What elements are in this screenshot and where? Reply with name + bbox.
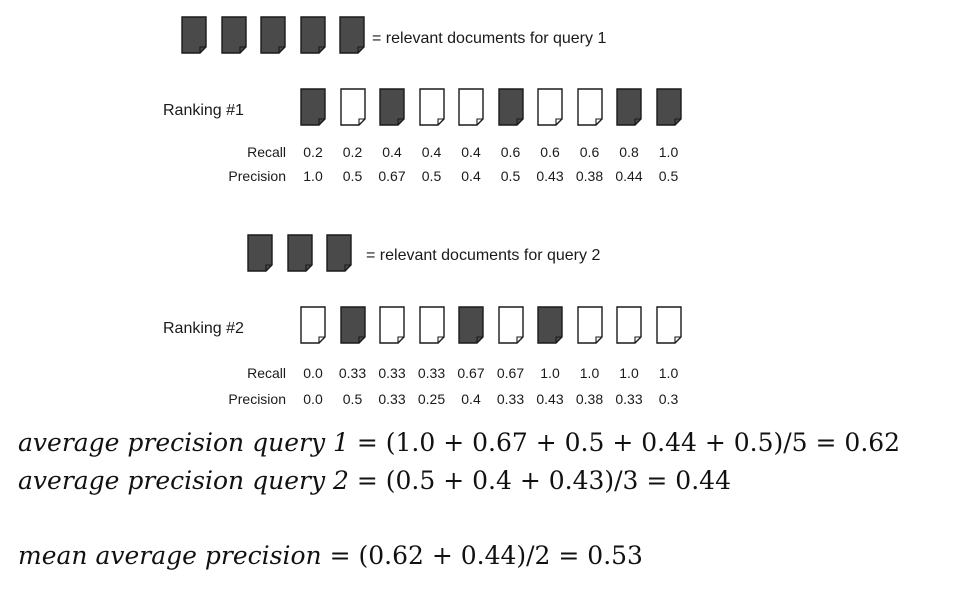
nonrelevant-document-icon <box>497 306 524 344</box>
ap-query-1-formula: average precision query 1 = (1.0 + 0.67 … <box>18 428 900 457</box>
nonrelevant-document-icon <box>418 88 445 126</box>
ranking-1-docs <box>300 88 695 126</box>
precision-value: 0.38 <box>575 168 604 184</box>
relevant-document-icon <box>339 16 365 54</box>
relevant-document-icon <box>260 16 286 54</box>
ranking-1-precision-label: Precision <box>228 168 286 184</box>
relevant-document-icon <box>326 234 352 272</box>
recall-value: 0.33 <box>378 365 406 381</box>
relevant-document-icon <box>379 88 405 126</box>
precision-value: 0.38 <box>575 391 604 407</box>
ranking-1-precision-row: Precision 1.0 0.5 0.67 0.5 0.4 0.5 0.43 0.38 0.4… <box>200 168 700 192</box>
ap-query-2-expression: = (0.5 + 0.4 + 0.43)/3 = 0.44 <box>356 466 731 495</box>
ranking-1-label: Ranking #1 <box>163 102 244 119</box>
precision-value: 0.25 <box>417 391 446 407</box>
recall-value: 0.67 <box>457 365 485 381</box>
legend-2-docs <box>247 234 366 272</box>
precision-value: 0.3 <box>658 391 679 407</box>
precision-value: 0.5 <box>421 168 442 184</box>
relevant-document-icon <box>458 306 484 344</box>
recall-value: 0.4 <box>382 144 402 160</box>
relevant-document-icon <box>220 16 247 54</box>
relevant-document-icon <box>247 234 273 272</box>
relevant-document-icon <box>537 306 563 344</box>
ap-query-1-label: average precision query 1 <box>18 428 349 457</box>
recall-value: 1.0 <box>579 365 600 381</box>
relevant-document-icon <box>300 88 326 126</box>
precision-value: 0.43 <box>536 168 564 184</box>
recall-value: 1.0 <box>540 365 560 381</box>
nonrelevant-document-icon <box>576 88 603 126</box>
ranking-1-metrics: Recall 0.2 0.2 0.4 0.4 0.4 0.6 0.6 0.6 0.8 1.0 Pr… <box>200 144 700 192</box>
recall-value: 0.8 <box>619 144 639 160</box>
nonrelevant-document-icon <box>576 306 603 344</box>
recall-value: 0.4 <box>421 144 442 160</box>
ranking-2-recall-row: Recall 0.0 0.33 0.33 0.33 0.67 0.67 1.0 1.0 1.0 1… <box>200 365 700 391</box>
precision-value: 0.33 <box>615 391 643 407</box>
recall-value: 1.0 <box>658 365 679 381</box>
ranking-2-precision-label: Precision <box>228 391 286 407</box>
map-expression: = (0.62 + 0.44)/2 = 0.53 <box>329 541 643 570</box>
ranking-2-recall-label: Recall <box>247 365 286 381</box>
recall-value: 0.33 <box>417 365 446 381</box>
nonrelevant-document-icon <box>300 306 326 344</box>
map-formula: mean average precision = (0.62 + 0.44)/2… <box>18 541 643 570</box>
relevant-document-icon <box>299 16 326 54</box>
precision-value: 0.5 <box>500 168 521 184</box>
recall-value: 1.0 <box>658 144 679 160</box>
precision-value: 0.4 <box>461 168 481 184</box>
relevant-document-icon <box>286 234 313 272</box>
ranking-2-label: Ranking #2 <box>163 320 244 337</box>
precision-value: 0.5 <box>342 168 363 184</box>
precision-value: 0.0 <box>303 391 323 407</box>
nonrelevant-document-icon <box>379 306 405 344</box>
precision-value: 0.44 <box>615 168 643 184</box>
ap-query-1-expression: = (1.0 + 0.67 + 0.5 + 0.44 + 0.5)/5 = 0.… <box>356 428 901 457</box>
precision-value: 0.33 <box>378 391 406 407</box>
recall-value: 0.6 <box>540 144 560 160</box>
recall-value: 0.4 <box>461 144 481 160</box>
precision-value: 0.5 <box>658 168 679 184</box>
recall-value: 0.2 <box>303 144 323 160</box>
nonrelevant-document-icon <box>537 88 563 126</box>
nonrelevant-document-icon <box>458 88 484 126</box>
precision-value: 0.5 <box>342 391 363 407</box>
nonrelevant-document-icon <box>339 88 366 126</box>
map-label: mean average precision <box>18 541 322 570</box>
relevant-document-icon <box>497 88 524 126</box>
relevant-document-icon <box>616 88 642 126</box>
ranking-1-recall-row: Recall 0.2 0.2 0.4 0.4 0.4 0.6 0.6 0.6 0.8 1.0 <box>200 144 700 168</box>
precision-value: 0.43 <box>536 391 564 407</box>
relevant-document-icon <box>339 306 366 344</box>
ranking-2-metrics: Recall 0.0 0.33 0.33 0.33 0.67 0.67 1.0 1.0 1.0 1… <box>200 365 700 415</box>
precision-value: 1.0 <box>303 168 323 184</box>
ranking-2-docs <box>300 306 695 344</box>
relevant-document-icon <box>181 16 207 54</box>
recall-value: 0.6 <box>579 144 600 160</box>
precision-value: 0.67 <box>378 168 406 184</box>
legend-2-caption: = relevant documents for query 2 <box>366 247 601 264</box>
nonrelevant-document-icon <box>655 306 682 344</box>
recall-value: 0.2 <box>342 144 363 160</box>
recall-value: 0.67 <box>496 365 525 381</box>
relevant-document-icon <box>655 88 682 126</box>
ap-query-2-label: average precision query 2 <box>18 466 349 495</box>
recall-value: 0.33 <box>338 365 367 381</box>
nonrelevant-document-icon <box>616 306 642 344</box>
precision-value: 0.33 <box>496 391 525 407</box>
nonrelevant-document-icon <box>418 306 445 344</box>
ap-query-2-formula: average precision query 2 = (0.5 + 0.4 +… <box>18 466 731 495</box>
legend-1-caption: = relevant documents for query 1 <box>372 30 607 47</box>
legend-1-docs <box>181 16 379 54</box>
ranking-2-precision-row: Precision 0.0 0.5 0.33 0.25 0.4 0.33 0.43 0.38 0… <box>200 391 700 415</box>
recall-value: 1.0 <box>619 365 639 381</box>
ranking-1-recall-label: Recall <box>247 144 286 160</box>
recall-value: 0.0 <box>303 365 323 381</box>
precision-value: 0.4 <box>461 391 481 407</box>
recall-value: 0.6 <box>500 144 521 160</box>
